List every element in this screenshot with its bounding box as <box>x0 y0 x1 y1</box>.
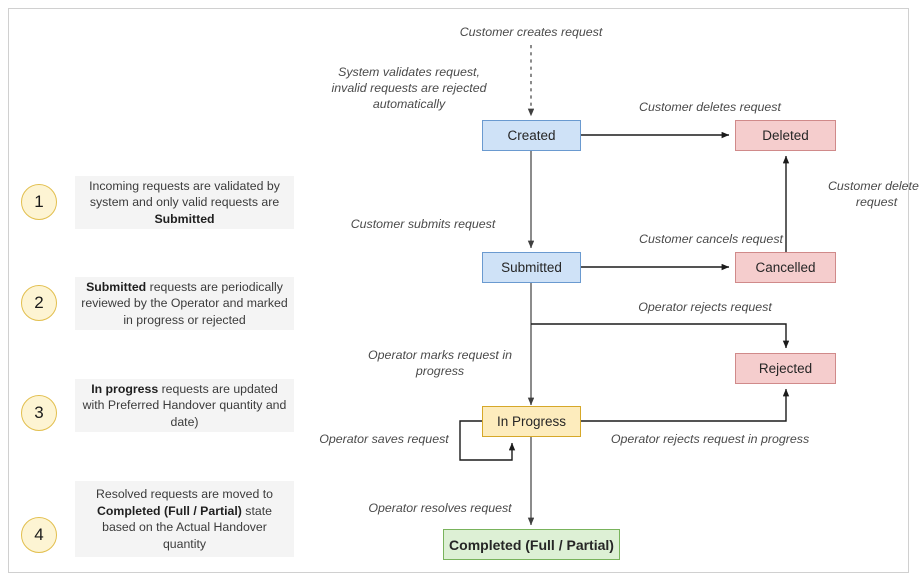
state-node-created[interactable]: Created <box>482 120 581 151</box>
edge-label-inprogress-completed: Operator resolves request <box>368 501 512 515</box>
edge-label-start-created: Customer creates request <box>459 25 603 39</box>
legend-text-3: In progress requests are updated with Pr… <box>75 379 294 432</box>
legend-number-1: 1 <box>21 184 57 220</box>
legend-number-2: 2 <box>21 285 57 321</box>
edge-label-created-submitted: Customer submits request <box>350 217 496 231</box>
state-node-submitted[interactable]: Submitted <box>482 252 581 283</box>
state-node-in-progress[interactable]: In Progress <box>482 406 581 437</box>
legend-text-4: Resolved requests are moved to Completed… <box>75 481 294 557</box>
legend-text-2: Submitted requests are periodically revi… <box>75 277 294 330</box>
edge-label-created-validate: System validates request, invalid reques… <box>331 65 487 111</box>
edge-label-submitted-deleted: Customer deletes request <box>827 179 919 209</box>
state-node-cancelled[interactable]: Cancelled <box>735 252 836 283</box>
state-node-completed[interactable]: Completed (Full / Partial) <box>443 529 620 560</box>
edge-label-submitted-rejected: Operator rejects request <box>638 300 772 314</box>
legend-number-4: 4 <box>21 517 57 553</box>
state-node-deleted[interactable]: Deleted <box>735 120 836 151</box>
edge-label-inprogress-rejected: Operator rejects request in progress <box>610 432 810 446</box>
legend-number-3: 3 <box>21 395 57 431</box>
edge-label-submitted-inprogress: Operator marks request in progress <box>368 348 512 378</box>
legend-text-1: Incoming requests are validated by syste… <box>75 176 294 229</box>
edge-label-submitted-cancelled: Customer cancels request <box>639 232 783 246</box>
edge-label-created-deleted: Customer deletes request <box>639 100 781 114</box>
state-node-rejected[interactable]: Rejected <box>735 353 836 384</box>
edge-label-inprogress-self: Operator saves request <box>319 432 449 446</box>
